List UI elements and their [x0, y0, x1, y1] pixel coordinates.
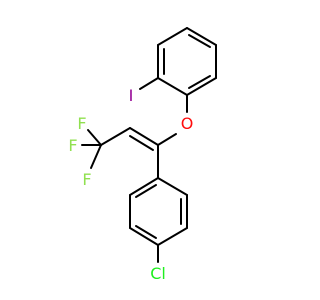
bond — [129, 177, 159, 196]
c-c-bond — [100, 127, 131, 146]
chlorine-atom-label: Cl — [150, 264, 166, 283]
chlorophenyl-ring — [129, 177, 188, 246]
bond — [186, 27, 217, 46]
c-f-bond — [87, 129, 102, 146]
c-c-bond — [129, 127, 159, 146]
double-bond-inner — [135, 225, 157, 239]
iodine-atom-label: I — [129, 86, 134, 105]
bond — [157, 227, 188, 246]
bond — [157, 177, 188, 196]
oxygen-atom-label: O — [181, 114, 194, 133]
fluorine-atom-label: F — [77, 114, 86, 133]
iodophenyl-ring — [157, 27, 217, 96]
trifluoropropenyl-chain — [81, 127, 159, 169]
c-f-bond — [90, 144, 102, 169]
bond — [157, 27, 188, 46]
o-c-bond — [157, 133, 177, 146]
fluorine-atom-label: F — [82, 170, 91, 189]
double-bond-inner — [129, 135, 154, 151]
double-bond-inner — [188, 75, 211, 89]
bond — [129, 227, 159, 246]
fluorine-atom-label: F — [68, 136, 77, 155]
bond — [186, 77, 217, 96]
molecule-structure: I O F F F Cl — [68, 27, 217, 283]
double-bond-inner — [188, 34, 211, 48]
double-bond-inner — [135, 184, 157, 198]
bond — [157, 77, 188, 96]
c-i-bond — [139, 77, 159, 90]
